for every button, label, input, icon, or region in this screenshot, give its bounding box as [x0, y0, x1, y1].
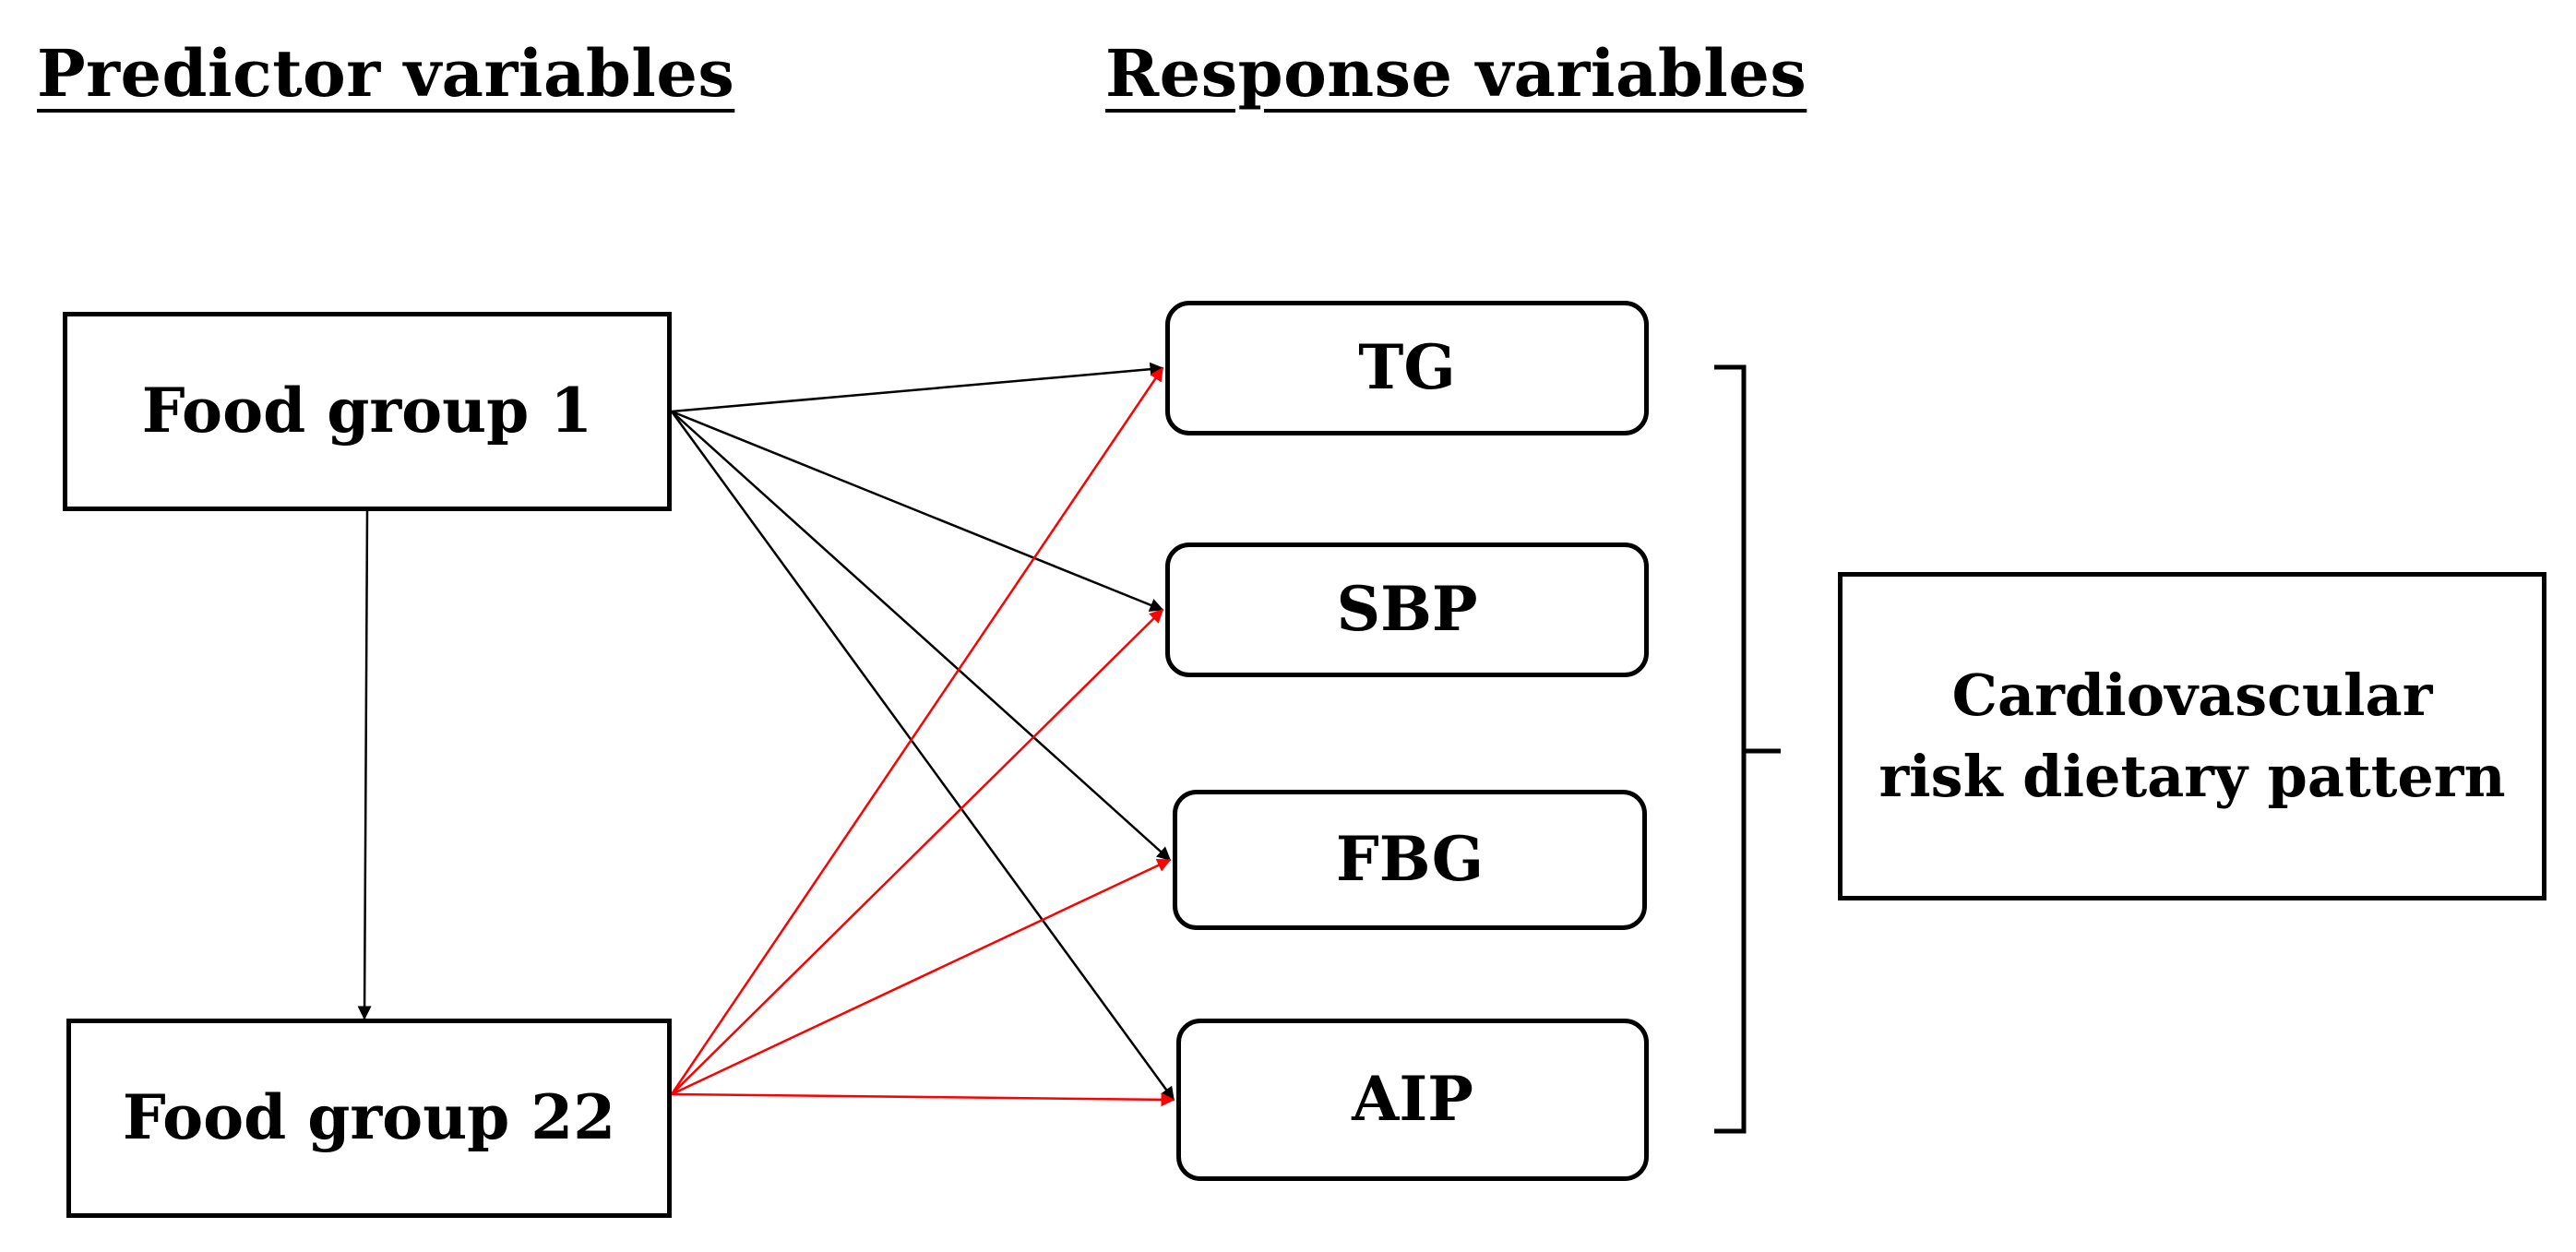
response-tg-label: TG [1358, 331, 1456, 404]
response-aip-box: AIP [1176, 1019, 1649, 1181]
response-variables-heading: Response variables [1105, 35, 1807, 112]
arrow-food-22-to-tg [670, 366, 1164, 1095]
food-group-1-label: Food group 1 [141, 375, 593, 447]
food-group-22-label: Food group 22 [122, 1081, 616, 1154]
food-group-22-box: Food group 22 [66, 1019, 672, 1218]
arrow-food-1-to-sbp [671, 410, 1164, 612]
response-aip-label: AIP [1352, 1063, 1473, 1136]
cardiovascular-risk-pattern-box: Cardiovascular risk dietary pattern [1838, 572, 2546, 900]
arrow-food-22-to-sbp [671, 608, 1164, 1095]
arrow-food-1-to-tg [671, 362, 1164, 413]
arrow-food-22-to-aip [671, 1092, 1175, 1107]
predictor-variables-heading: Predictor variables [37, 35, 735, 112]
arrow-food-22-to-fbg [671, 858, 1172, 1096]
response-fbg-box: FBG [1173, 790, 1647, 930]
arrow-food-1-to-fbg [671, 411, 1172, 862]
cardiovascular-risk-pattern-label: Cardiovascular risk dietary pattern [1878, 661, 2506, 810]
food-group-1-box: Food group 1 [63, 312, 672, 511]
response-fbg-label: FBG [1335, 823, 1485, 896]
response-tg-box: TG [1165, 301, 1649, 435]
response-sbp-label: SBP [1336, 573, 1478, 646]
arrow-food-1-to-food-22 [357, 510, 372, 1020]
arrow-food-1-to-aip [670, 411, 1175, 1102]
outcome-bracket [1714, 364, 1781, 1134]
response-sbp-box: SBP [1165, 543, 1649, 677]
